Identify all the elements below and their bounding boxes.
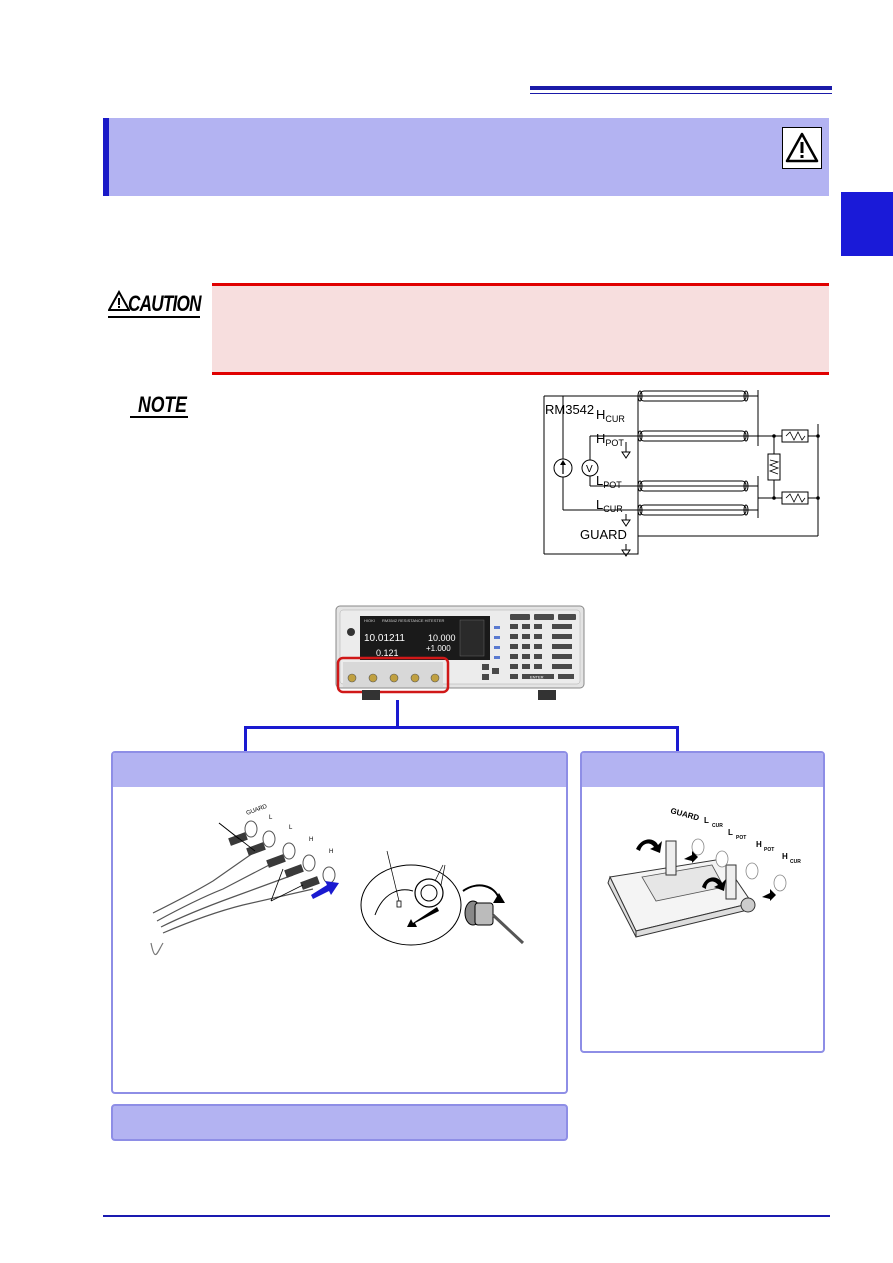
caution-triangle-icon (108, 290, 130, 311)
note-text: NOTE (138, 392, 187, 417)
fixture-connection-panel: GUARD L CUR L POT H POT H CUR (580, 751, 825, 1053)
rotate-arrow-icon (493, 893, 505, 903)
display-upper-value: +1.000 (426, 644, 451, 653)
measurement-terminals-highlight (336, 656, 450, 694)
connector-horizontal (244, 726, 679, 729)
guard-circuit-diagram: RM3542 HCUR HPOT LPOT LCUR GUARD V (543, 390, 820, 557)
caution-label: CAUTION (108, 288, 202, 324)
rotate-arrow-icon (702, 877, 726, 891)
power-button-icon[interactable] (347, 628, 355, 636)
note-bar-panel (111, 1104, 568, 1141)
circuit-lcur-label: LCUR (596, 497, 623, 514)
connector-left-drop (244, 726, 247, 752)
caution-rule-top (212, 283, 829, 286)
probe-connection-panel: GUARD L L H H (111, 751, 568, 1094)
chapter-thumb-tab[interactable] (841, 192, 893, 256)
svg-text:H: H (329, 849, 333, 855)
svg-text:POT: POT (736, 835, 746, 841)
probe-cable-illustration: GUARD L L H H (150, 804, 525, 956)
svg-text:H: H (309, 837, 313, 843)
fixture-connection-panel-header (582, 753, 823, 787)
circuit-hcur-label: HCUR (596, 407, 625, 424)
instrument-front-panel: HIOKI RM3542 RESISTANCE HITESTER 10.0121… (335, 605, 585, 700)
connector-vertical-top (396, 700, 399, 728)
warning-triangle-icon (782, 127, 822, 169)
svg-text:CUR: CUR (790, 859, 801, 865)
svg-text:V: V (586, 464, 593, 475)
display-ref-value: 10.000 (428, 633, 456, 643)
circuit-model-label: RM3542 (545, 402, 594, 417)
insert-arrow-icon (311, 881, 339, 899)
header-rule-thin (530, 93, 832, 94)
circuit-lpot-label: LPOT (596, 473, 622, 490)
circuit-hpot-label: HPOT (596, 431, 624, 448)
svg-text:HIOKI: HIOKI (364, 618, 375, 623)
section-title-banner (103, 118, 829, 196)
section-title-accent-bar (103, 118, 109, 196)
probe-connection-panel-header (113, 753, 566, 787)
display-reading-1: 10.01211 (364, 633, 405, 644)
svg-text:L: L (289, 825, 293, 831)
svg-text:L: L (704, 816, 709, 825)
svg-text:GUARD: GUARD (669, 806, 700, 822)
caution-text: CAUTION (128, 291, 201, 316)
caution-rule-bottom (212, 372, 829, 375)
svg-text:L: L (728, 828, 733, 837)
svg-text:H: H (782, 852, 788, 861)
svg-text:L: L (269, 815, 273, 821)
enter-key-label: ENTER (530, 675, 544, 680)
display-reading-2: 0.121 (376, 648, 399, 658)
svg-text:RM3542 RESISTANCE HITESTER: RM3542 RESISTANCE HITESTER (382, 618, 444, 623)
circuit-guard-label: GUARD (580, 527, 627, 542)
caution-box (212, 286, 829, 372)
rotate-arrow-icon (636, 839, 662, 853)
svg-text:POT: POT (764, 847, 774, 853)
footer-rule (103, 1215, 830, 1217)
header-rule-thick (530, 86, 832, 90)
connector-right-drop (676, 726, 679, 752)
align-arrow-icon (407, 907, 439, 927)
svg-text:GUARD: GUARD (246, 804, 269, 817)
svg-text:CUR: CUR (712, 823, 723, 829)
note-label: NOTE (130, 392, 190, 420)
svg-text:H: H (756, 840, 762, 849)
test-fixture-illustration: GUARD L CUR L POT H POT H CUR (607, 806, 801, 938)
